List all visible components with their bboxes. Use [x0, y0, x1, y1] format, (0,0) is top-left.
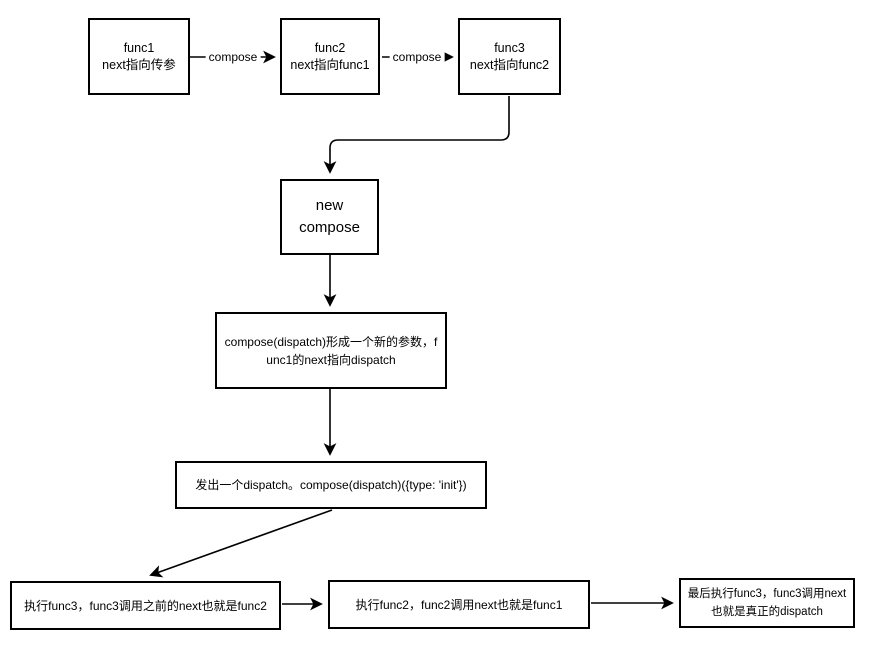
node-exec-final: 最后执行func3，func3调用next 也就是真正的dispatch — [679, 578, 855, 628]
node-exec-func2-line-1: 执行func2，func2调用next也就是func1 — [355, 597, 563, 612]
node-compose-dispatch-line-1: compose(dispatch)形成一个新的参数，f — [224, 334, 438, 349]
node-exec-func3-line-1: 执行func3，func3调用之前的next也就是func2 — [24, 598, 267, 613]
edge-label-compose-1: compose — [205, 50, 261, 64]
node-func3-line-2: next指向func2 — [469, 57, 550, 72]
node-func1: func1 next指向传参 — [88, 18, 190, 95]
node-exec-func2: 执行func2，func2调用next也就是func1 — [328, 580, 590, 629]
arrow-dispatch-to-exec-func3 — [149, 509, 333, 578]
node-compose-dispatch: compose(dispatch)形成一个新的参数，f unc1的next指向d… — [215, 312, 447, 389]
node-exec-final-line-2: 也就是真正的dispatch — [711, 606, 823, 618]
node-new-compose: new compose — [280, 179, 379, 255]
node-func2-line-1: func2 — [314, 40, 346, 55]
node-func2-line-2: next指向func1 — [290, 57, 370, 72]
edge-label-compose-2: compose — [389, 50, 445, 64]
node-exec-func3: 执行func3，func3调用之前的next也就是func2 — [10, 581, 281, 630]
node-func2: func2 next指向func1 — [280, 18, 380, 95]
arrow-func3-to-new-compose — [323, 96, 510, 174]
node-func3-line-1: func3 — [494, 40, 525, 55]
node-func1-line-1: func1 — [123, 40, 155, 55]
node-new-compose-line-1: new — [315, 197, 344, 214]
node-func3: func3 next指向func2 — [458, 18, 561, 95]
node-func1-line-2: next指向传参 — [102, 57, 176, 72]
node-dispatch-call-line-1: 发出一个dispatch。compose(dispatch)({type: 'i… — [195, 478, 467, 492]
node-new-compose-line-2: compose — [299, 219, 360, 236]
node-compose-dispatch-line-2: unc1的next指向dispatch — [266, 352, 396, 367]
node-dispatch-call: 发出一个dispatch。compose(dispatch)({type: 'i… — [175, 461, 487, 509]
node-exec-final-line-1: 最后执行func3，func3调用next — [687, 588, 847, 600]
